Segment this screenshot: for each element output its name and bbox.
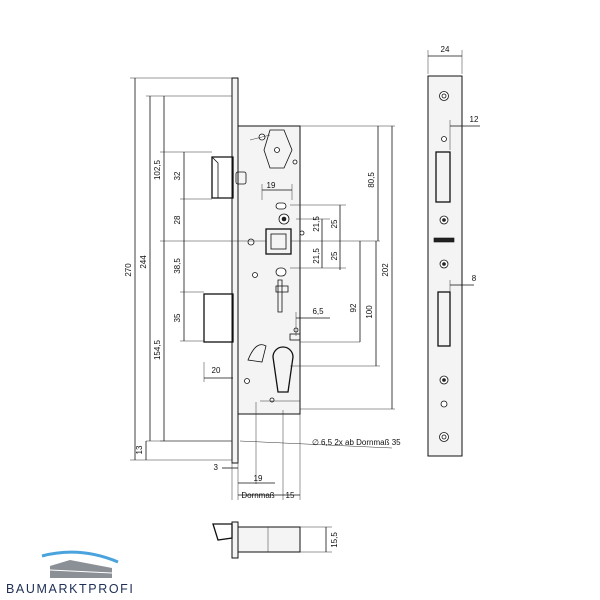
case-top-view [237, 526, 301, 553]
dim-19-bottom: 19 [254, 474, 263, 483]
logo-block-icon [50, 560, 112, 578]
dim-92: 92 [349, 303, 358, 312]
baumarktprofi-logo-mark [41, 550, 119, 578]
latch-bolt [211, 156, 234, 199]
dim-100: 100 [365, 305, 374, 319]
dim-102-5: 102,5 [153, 159, 162, 180]
faceplate-screw-top [439, 91, 449, 101]
faceplate-latch-opening [435, 151, 451, 203]
dim-13: 13 [135, 445, 144, 454]
dim-35: 35 [173, 313, 182, 322]
lock-body-front-view [203, 77, 305, 464]
dim-21-5-a: 21,5 [312, 216, 321, 232]
dim-154-5: 154,5 [153, 339, 162, 360]
dim-244: 244 [139, 255, 148, 269]
dim-faceplate-12: 12 [470, 115, 479, 124]
spindle-square [265, 228, 292, 255]
dim-15: 15 [286, 491, 295, 500]
lock-bottom-view [212, 521, 301, 559]
dimension-lines [130, 50, 480, 553]
faceplate-side-view [427, 75, 463, 457]
logo-text: BAUMARKTPROFI [6, 582, 135, 596]
diameter-symbol: ∅ [312, 438, 319, 447]
dim-25-a: 25 [330, 219, 339, 228]
dimension-labels: 270 244 102,5 32 28 38,5 35 154,5 13 20 … [124, 45, 479, 548]
dim-backset: Dornmaß [241, 491, 274, 500]
faceplate-bolt-opening [437, 291, 451, 347]
faceplate-screw-bottom [439, 432, 449, 442]
dim-28: 28 [173, 215, 182, 224]
dim-total-height: 270 [124, 263, 133, 277]
dim-80-5: 80,5 [367, 172, 376, 188]
dim-faceplate-24: 24 [441, 45, 450, 54]
dim-32: 32 [173, 171, 182, 180]
dead-bolt [203, 293, 234, 343]
dim-202: 202 [381, 263, 390, 277]
dim-15-5: 15,5 [330, 532, 339, 548]
dim-19-top: 19 [267, 181, 276, 190]
dim-25-b: 25 [330, 251, 339, 260]
lock-faceplate-edge [231, 77, 239, 464]
dim-38-5: 38,5 [173, 258, 182, 274]
dim-20: 20 [212, 366, 221, 375]
lock-case [237, 125, 301, 415]
logo-arc-icon [41, 550, 119, 564]
dim-3: 3 [214, 463, 219, 472]
latch-top-view [212, 523, 233, 541]
dim-faceplate-8: 8 [472, 274, 477, 283]
cylinder-cutout [272, 346, 294, 393]
dim-6-5: 6,5 [312, 307, 324, 316]
dim-21-5-b: 21,5 [312, 248, 321, 264]
hole-note: 6,5 2x ab Dornmaß 35 [321, 438, 401, 447]
